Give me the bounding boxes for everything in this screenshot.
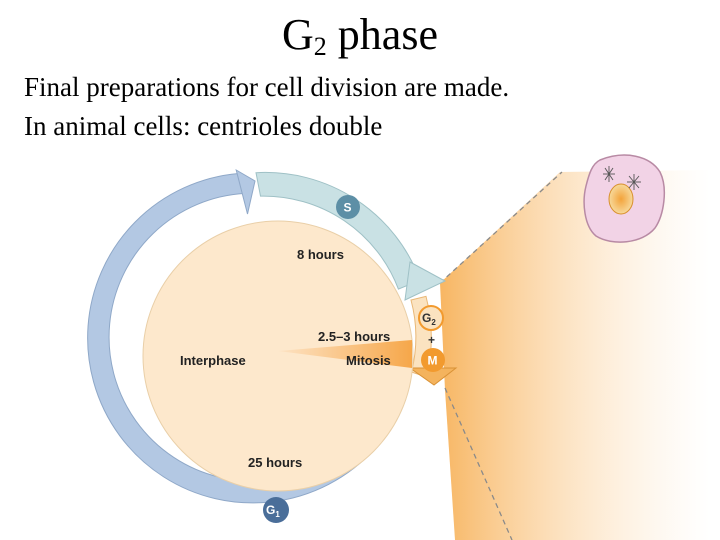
interphase-disk bbox=[142, 220, 414, 492]
g1-badge-text: G1 bbox=[266, 503, 280, 519]
description-line-1: Final preparations for cell division are… bbox=[24, 72, 510, 102]
zoom-dash-lower bbox=[444, 387, 513, 540]
s-badge bbox=[336, 195, 360, 219]
s-badge-text: S bbox=[344, 201, 352, 215]
s-arrowhead bbox=[404, 261, 447, 301]
centriole-right-icon bbox=[627, 174, 641, 190]
zoom-dash-upper bbox=[439, 171, 563, 284]
mitosis-wedge bbox=[278, 340, 412, 368]
interphase-label: Interphase bbox=[180, 353, 246, 368]
g2-badge bbox=[418, 305, 444, 331]
title-subscript: 2 bbox=[313, 32, 327, 61]
slide-title: G2 phase bbox=[0, 8, 720, 74]
title-text-rest: phase bbox=[326, 10, 438, 59]
s-duration-label: 8 hours bbox=[297, 247, 344, 262]
plus-sign: + bbox=[428, 333, 435, 347]
centriole-left-icon bbox=[603, 166, 615, 182]
zoom-fan bbox=[440, 170, 710, 540]
g1-arrowhead bbox=[235, 168, 256, 215]
mitosis-label: Mitosis bbox=[346, 353, 391, 368]
g2-badge-text: G2 bbox=[422, 311, 436, 327]
m-badge bbox=[421, 348, 445, 372]
title-text: G bbox=[282, 10, 314, 59]
cell-illustration bbox=[583, 154, 666, 243]
g1-duration-label: 25 hours bbox=[248, 455, 302, 470]
description-line-2: In animal cells: centrioles double bbox=[24, 111, 383, 141]
g1-badge bbox=[263, 497, 289, 523]
nucleus bbox=[608, 183, 634, 215]
m-badge-text: M bbox=[428, 354, 438, 368]
g2m-duration-label: 2.5–3 hours bbox=[318, 329, 390, 344]
